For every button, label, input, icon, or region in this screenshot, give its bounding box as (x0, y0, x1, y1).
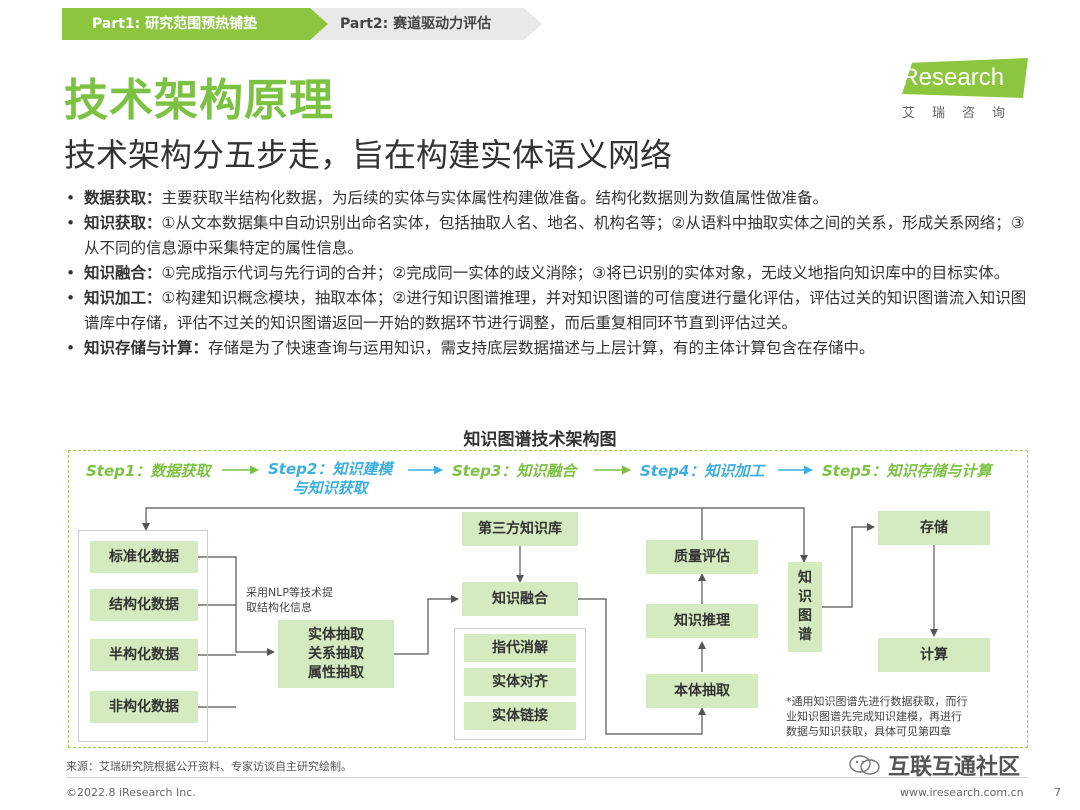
bullet-dot-icon: • (66, 189, 76, 207)
attribute-extraction-label: 属性抽取 (308, 664, 364, 681)
step5-label: Step5：知识存储与计算 (822, 462, 992, 480)
bullet-term: 知识存储与计算： (84, 339, 209, 357)
step3-label: Step3：知识融合 (452, 462, 577, 480)
coreference-box: 指代消解 (464, 634, 576, 662)
step2-line1: Step2：知识建模 (268, 460, 393, 478)
kg-char: 图 (798, 608, 812, 624)
step4-label: Step4：知识加工 (640, 462, 765, 480)
unstructured-data-box: 非构化数据 (90, 691, 198, 723)
tab-part1-label: Part1: 研究范围预热铺垫 (92, 16, 258, 32)
footnote-line: *通用知识图谱先进行数据获取，而行 (786, 695, 968, 708)
bullet-text: ①完成指示代词与先行词的合并；②完成同一实体的歧义消除；③将已识别的实体对象，无… (161, 264, 1010, 282)
nlp-note-line: 采用NLP等技术提 (246, 586, 333, 599)
relation-extraction-label: 关系抽取 (308, 645, 364, 662)
nlp-note: 采用NLP等技术提 取结构化信息 (246, 585, 333, 615)
bullet-text: 主要获取半结构化数据，为后续的实体与实体属性构建做准备。结构化数据则为数值属性做… (161, 189, 829, 207)
bullet-item: • 知识融合：①完成指示代词与先行词的合并；②完成同一实体的歧义消除；③将已识别的… (64, 261, 1034, 286)
bullet-term: 知识融合： (84, 264, 162, 282)
footer-divider (66, 777, 1028, 778)
bullet-item: • 数据获取：主要获取半结构化数据，为后续的实体与实体属性构建做准备。结构化数据则… (64, 186, 1034, 211)
data-source-group (78, 530, 208, 742)
bullet-text: 存储是为了快速查询与运用知识，需支持底层数据描述与上层计算，有的主体计算包含在存… (208, 339, 875, 357)
step2-label: Step2：知识建模 与知识获取 (268, 460, 392, 498)
nlp-note-line: 取结构化信息 (246, 601, 312, 614)
diagram-title: 知识图谱技术架构图 (463, 430, 617, 450)
page-number: 7 (1054, 786, 1061, 799)
kg-char: 知 (798, 570, 812, 586)
ontology-extraction-box: 本体抽取 (646, 674, 758, 708)
quality-assessment-box: 质量评估 (646, 540, 758, 574)
bullet-term: 知识加工： (84, 289, 162, 307)
footnote-line: 业知识图谱先完成知识建模，再进行 (786, 710, 962, 723)
logo-mark (902, 58, 1028, 98)
standard-data-box: 标准化数据 (90, 541, 198, 573)
bullet-dot-icon: • (66, 264, 76, 282)
logo-cn: 艾瑞咨询 (902, 106, 1023, 121)
bullet-text: ①从文本数据集中自动识别出命名实体，包括抽取人名、地名、机构名等；②从语料中抽取… (84, 214, 1025, 257)
section-tabs: Part1: 研究范围预热铺垫 Part2: 赛道驱动力评估 (62, 8, 542, 40)
footnote-line: 数据与知识获取，具体可见第四章 (786, 725, 951, 738)
entity-extraction-label: 实体抽取 (308, 626, 364, 643)
extraction-box: 实体抽取 关系抽取 属性抽取 (278, 620, 394, 688)
diagram-frame (68, 450, 1028, 748)
bullet-text: ①构建知识概念模块，抽取本体；②进行知识图谱推理，并对知识图谱的可信度进行量化评… (84, 289, 1027, 332)
bullet-list: • 数据获取：主要获取半结构化数据，为后续的实体与实体属性构建做准备。结构化数据则… (64, 186, 1034, 361)
semi-structured-data-box: 半构化数据 (90, 639, 198, 671)
tab-part2[interactable]: Part2: 赛道驱动力评估 (310, 8, 542, 40)
diagram-footnote: *通用知识图谱先进行数据获取，而行 业知识图谱先完成知识建模，再进行 数据与知识… (786, 694, 1022, 739)
bullet-item: • 知识获取：①从文本数据集中自动识别出命名实体，包括抽取人名、地名、机构名等；②… (64, 211, 1034, 261)
bullet-dot-icon: • (66, 339, 76, 357)
source-note: 来源：艾瑞研究院根据公开资料、专家访谈自主研究绘制。 (66, 760, 352, 773)
structured-data-box: 结构化数据 (90, 589, 198, 621)
bullet-term: 数据获取： (84, 189, 162, 207)
knowledge-reasoning-box: 知识推理 (646, 604, 758, 638)
tab-part2-label: Part2: 赛道驱动力评估 (340, 16, 492, 32)
iresearch-logo: iResearch 艾瑞咨询 (890, 58, 1030, 121)
bullet-dot-icon: • (66, 289, 76, 307)
compute-box: 计算 (878, 638, 990, 672)
bullet-term: 知识获取： (84, 214, 162, 232)
kg-char: 识 (798, 589, 812, 605)
bullet-dot-icon: • (66, 214, 76, 232)
entity-alignment-box: 实体对齐 (464, 668, 576, 696)
entity-linking-box: 实体链接 (464, 702, 576, 730)
kg-char: 谱 (798, 627, 812, 643)
website-link[interactable]: www.iresearch.com.cn (900, 786, 1024, 799)
page-title: 技术架构原理 (64, 75, 334, 126)
fusion-sub-group (454, 628, 586, 740)
step1-label: Step1：数据获取 (86, 462, 211, 480)
watermark: 互联互通社区 (888, 755, 1021, 780)
storage-box: 存储 (878, 511, 990, 545)
knowledge-graph-box: 知 识 图 谱 (788, 562, 822, 652)
third-party-kb-box: 第三方知识库 (462, 512, 578, 546)
knowledge-fusion-box: 知识融合 (462, 582, 578, 616)
wechat-icon (849, 755, 880, 775)
copyright: ©2022.8 iResearch Inc. (66, 786, 196, 799)
step2-line2: 与知识获取 (292, 479, 368, 497)
bullet-item: • 知识加工：①构建知识概念模块，抽取本体；②进行知识图谱推理，并对知识图谱的可信… (64, 286, 1034, 336)
logo-brand: iResearch (896, 64, 1005, 91)
bullet-item: • 知识存储与计算：存储是为了快速查询与运用知识，需支持底层数据描述与上层计算，有… (64, 336, 1034, 361)
tab-part1[interactable]: Part1: 研究范围预热铺垫 (62, 8, 332, 40)
page-subtitle: 技术架构分五步走，旨在构建实体语义网络 (64, 136, 673, 174)
